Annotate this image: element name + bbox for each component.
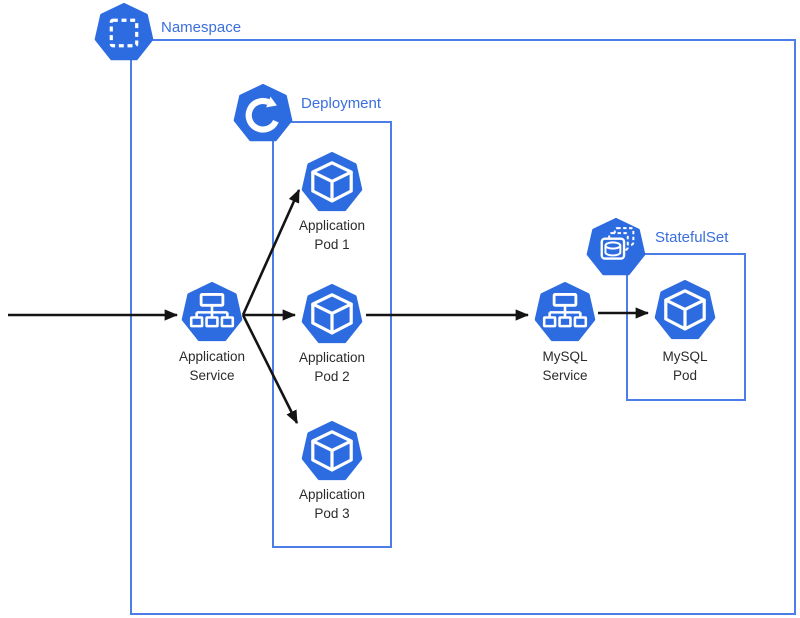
deployment-icon [232, 83, 294, 145]
statefulset-label: StatefulSet [655, 229, 729, 246]
namespace-label: Namespace [161, 19, 242, 36]
deployment-boundary-box [272, 121, 392, 548]
deployment-label: Deployment [301, 95, 382, 112]
application-pod-1-label: Application Pod 1 [270, 216, 394, 254]
namespace-icon [93, 2, 155, 64]
statefulset-boundary-box [626, 253, 746, 401]
edge-app-service-to-app-pod-3 [241, 314, 299, 425]
application-pod-3-label: Application Pod 3 [270, 485, 394, 523]
label-line: Application [298, 350, 366, 365]
label-line: MySQL [662, 349, 708, 364]
mysql-pod-label: MySQL Pod [623, 347, 747, 385]
label-line: Pod 2 [314, 369, 350, 384]
statefulset-icon [585, 217, 647, 279]
label-line: MySQL [542, 349, 588, 364]
pod-icon [300, 283, 364, 347]
mysql-service-label: MySQL Service [503, 347, 627, 385]
label-line: Service [542, 368, 588, 383]
label-line: Application [298, 487, 366, 502]
application-pod-2-label: Application Pod 2 [270, 348, 394, 386]
label-line: Application [178, 349, 246, 364]
label-line: Service [189, 368, 235, 383]
service-icon [180, 281, 244, 345]
application-service-label: Application Service [150, 347, 274, 385]
edge-app-service-to-app-pod-1 [241, 188, 301, 316]
pod-icon [300, 420, 364, 484]
pod-icon [653, 279, 717, 343]
pod-icon [300, 151, 364, 215]
namespace-boundary-box [130, 39, 796, 615]
service-icon [533, 281, 597, 345]
label-line: Application [298, 218, 366, 233]
label-line: Pod 3 [314, 506, 350, 521]
label-line: Pod 1 [314, 237, 350, 252]
label-line: Pod [672, 368, 698, 383]
